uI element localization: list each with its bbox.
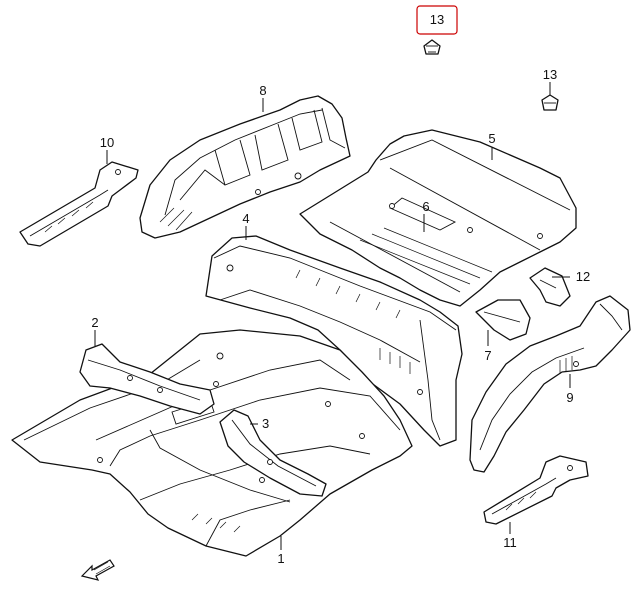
part-4-rear-cross-member[interactable] bbox=[205, 235, 463, 447]
part-9-wheel-house-outer[interactable] bbox=[469, 295, 631, 473]
callout-label-9: 9 bbox=[566, 390, 573, 405]
callout-label-5: 5 bbox=[488, 131, 495, 146]
part-8-wheel-house-panel[interactable] bbox=[139, 95, 351, 239]
callout-label-3: 3 bbox=[262, 416, 269, 431]
callout-label-6: 6 bbox=[422, 199, 429, 214]
callout-label-12: 12 bbox=[576, 269, 590, 284]
part-13-nut-right[interactable] bbox=[541, 94, 559, 111]
part-7-cross-member[interactable] bbox=[475, 299, 531, 341]
part-2-seat-cross-member[interactable] bbox=[79, 343, 215, 415]
callout-label-13b: 13 bbox=[543, 67, 557, 82]
callout-label-7: 7 bbox=[484, 348, 491, 363]
callout-label-8: 8 bbox=[259, 83, 266, 98]
part-1-front-floor-panel[interactable] bbox=[11, 329, 413, 557]
highlight-box bbox=[416, 5, 458, 35]
callout-label-4: 4 bbox=[242, 211, 249, 226]
part-12-bracket[interactable] bbox=[529, 267, 571, 307]
part-3-floor-member[interactable] bbox=[219, 409, 327, 497]
callout-label-11: 11 bbox=[503, 535, 517, 550]
callout-label-10: 10 bbox=[100, 135, 114, 150]
front-direction-arrow-icon bbox=[80, 559, 115, 581]
part-13-nut-top[interactable] bbox=[423, 39, 441, 55]
part-5-rear-floor-panel[interactable] bbox=[299, 129, 577, 307]
part-10-floor-bracket[interactable] bbox=[19, 161, 139, 247]
callout-label-13a: 13 bbox=[430, 12, 444, 27]
callout-label-2: 2 bbox=[91, 315, 98, 330]
part-11-floor-bracket[interactable] bbox=[483, 455, 589, 525]
callout-13-highlighted[interactable]: 13 bbox=[416, 5, 458, 35]
callout-label-1: 1 bbox=[277, 551, 284, 566]
